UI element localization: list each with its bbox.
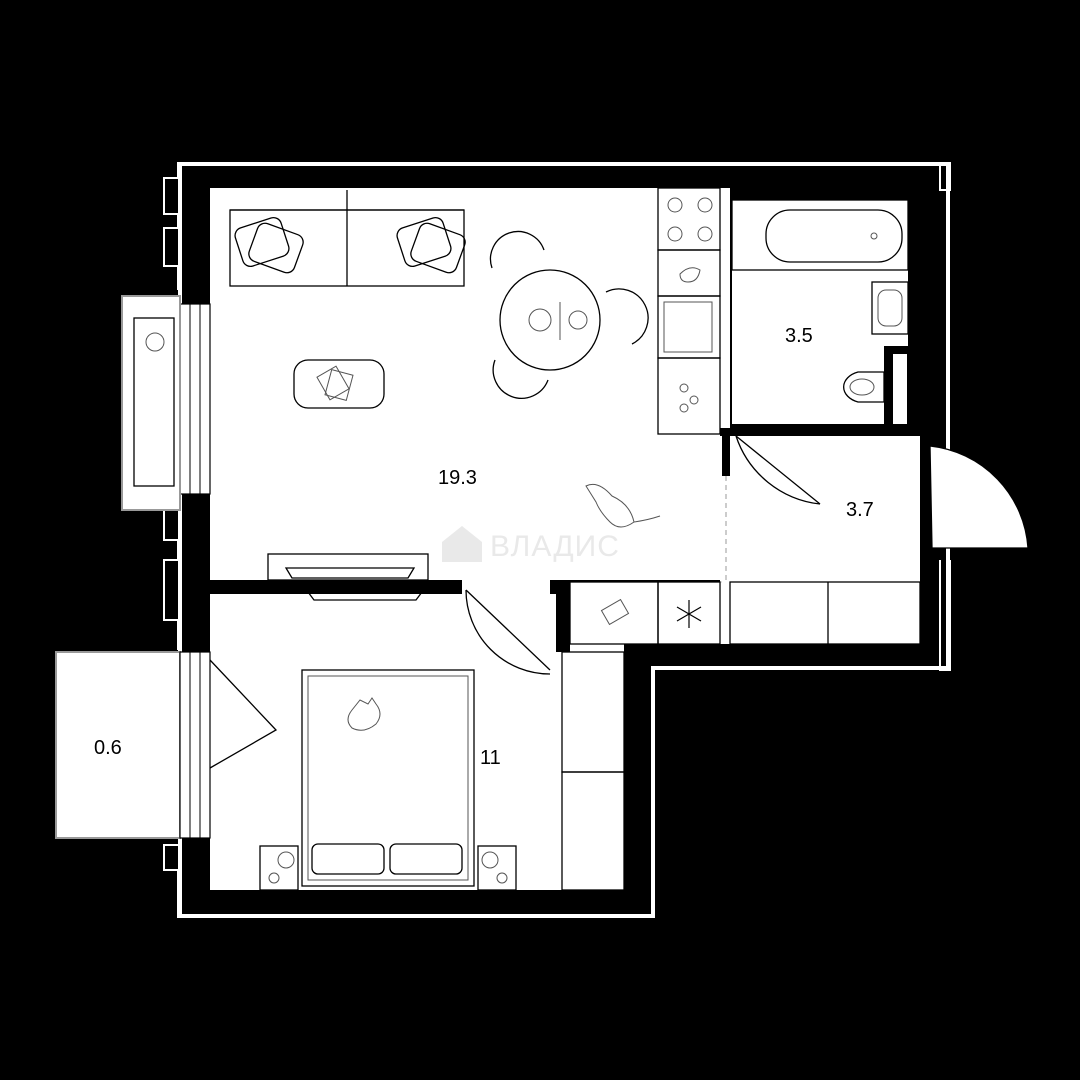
room-area-balcony: 0.6 — [94, 737, 122, 759]
room-area-hallway: 3.7 — [846, 499, 874, 521]
toilet-icon — [843, 371, 885, 403]
doors — [209, 435, 1029, 769]
hallway-wardrobe — [729, 581, 921, 645]
watermark-text: ВЛАДИС — [490, 530, 620, 563]
room-area-bedroom: 11 — [480, 747, 501, 769]
tv-icon — [267, 553, 429, 601]
balcony-floor — [55, 651, 181, 839]
cat-icon — [347, 697, 381, 731]
windows — [179, 303, 211, 839]
room-area-living: 19.3 — [438, 467, 477, 489]
lamp-icon — [259, 845, 299, 891]
watermark: ВЛАДИС — [442, 526, 620, 563]
room-floors — [55, 188, 920, 890]
dining-table-icon — [499, 269, 601, 371]
hallway-floor — [732, 436, 920, 582]
fridge-icon — [657, 581, 721, 645]
chair-icon — [489, 230, 649, 399]
air-conditioner-icon — [121, 295, 181, 511]
room-area-bathroom: 3.5 — [785, 325, 813, 347]
washbasin-icon — [871, 281, 909, 335]
bathroom-floor — [732, 200, 908, 424]
bedroom-floor — [210, 594, 624, 890]
living-kitchen-floor — [210, 188, 720, 580]
coffee-table-icon — [293, 359, 385, 409]
home-logo-icon — [442, 526, 482, 562]
sofa-icon — [229, 190, 466, 287]
kitchen-counter — [657, 357, 721, 435]
bed-icon — [301, 669, 475, 887]
bathtub-icon — [731, 199, 909, 271]
lamp-icon — [477, 845, 517, 891]
dog-icon — [585, 483, 661, 528]
